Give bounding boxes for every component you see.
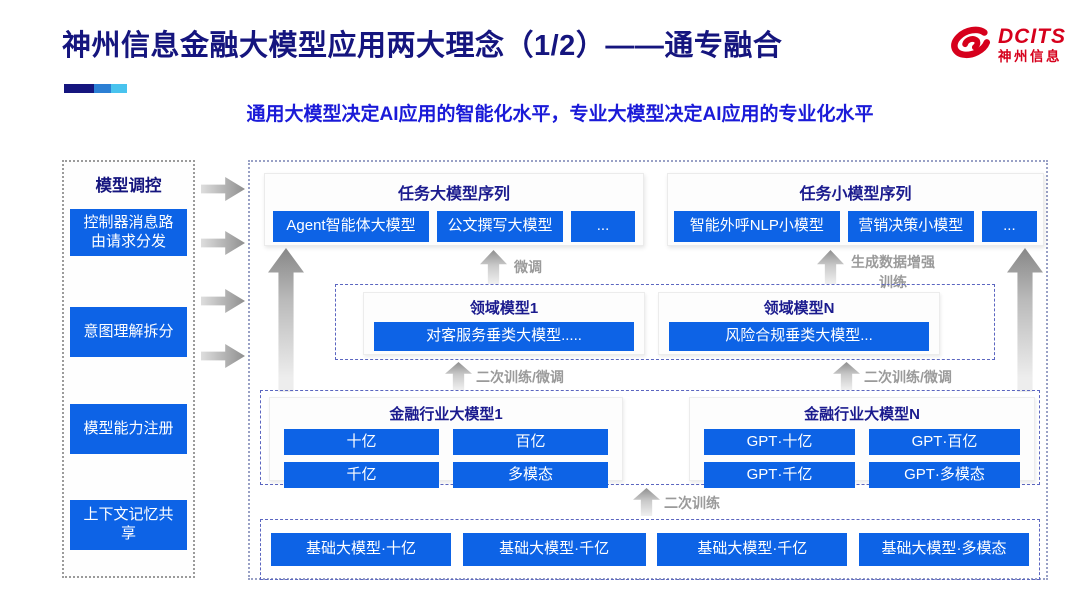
sidebar-item-context-memory: 上下文记忆共享 <box>70 500 187 550</box>
sidebar-title: 模型调控 <box>95 177 162 195</box>
task-large-model-group: 任务大模型序列 Agent智能体大模型 公文撰写大模型 ... <box>264 173 644 246</box>
task-large-model-title: 任务大模型序列 <box>397 186 510 203</box>
model-chip-base-100b: 基础大模型·千亿 <box>462 533 646 566</box>
model-chip-base-1b: 基础大模型·十亿 <box>271 533 451 566</box>
accent-bar <box>64 84 127 93</box>
up-arrow-icon <box>480 250 507 284</box>
sidebar-item-capability-registry: 模型能力注册 <box>70 404 187 454</box>
sidebar-item-intent-split: 意图理解拆分 <box>70 307 187 357</box>
sidebar-item-controller-routing: 控制器消息路由请求分发 <box>70 209 187 256</box>
gen-data-train-label: 生成数据增强训练 <box>851 254 935 290</box>
logo-cn-name: 神州信息 <box>998 49 1062 65</box>
right-arrow-icon <box>201 289 245 313</box>
model-chip-gpt-10b: GPT·百亿 <box>869 429 1020 455</box>
model-chip-gpt-1b: GPT·十亿 <box>704 429 855 455</box>
model-chip-gpt-100b: GPT·千亿 <box>704 462 855 488</box>
model-chip-outbound-nlp: 智能外呼NLP小模型 <box>674 211 840 242</box>
domain-model-n-box: 领域模型N 风险合规垂类大模型... <box>658 292 940 355</box>
up-arrow-icon <box>268 248 304 392</box>
model-chip-ellipsis: ... <box>571 211 635 242</box>
model-architecture-diagram: 任务大模型序列 Agent智能体大模型 公文撰写大模型 ... 任务小模型序列 … <box>248 160 1048 580</box>
retrain-finetune-label-right: 二次训练/微调 <box>864 369 952 385</box>
model-chip-base-100b-2: 基础大模型·千亿 <box>657 533 848 566</box>
model-chip-ellipsis: ... <box>981 211 1037 242</box>
task-small-model-group: 任务小模型序列 智能外呼NLP小模型 营销决策小模型 ... <box>667 173 1044 246</box>
domain-model-1-box: 领域模型1 对客服务垂类大模型..... <box>363 292 645 355</box>
page-title: 神州信息金融大模型应用两大理念（1/2）——通专融合 <box>62 30 783 62</box>
retrain-finetune-label-left: 二次训练/微调 <box>476 369 564 385</box>
model-chip-marketing-decision: 营销决策小模型 <box>847 211 974 242</box>
retrain-label: 二次训练 <box>664 495 720 511</box>
industry-model-1-title: 金融行业大模型1 <box>389 406 503 423</box>
model-chip-risk-compliance: 风险合规垂类大模型... <box>669 322 929 351</box>
logo-wordmark: DCITS <box>998 25 1066 48</box>
industry-model-layer: 金融行业大模型1 十亿 百亿 千亿 多模态 金融行业大模型N GPT·十亿 GP… <box>260 390 1040 488</box>
industry-model-n-box: 金融行业大模型N GPT·十亿 GPT·百亿 GPT·千亿 GPT·多模态 <box>689 397 1035 488</box>
dcits-swirl-icon <box>947 20 993 71</box>
base-model-layer: 基础大模型·十亿 基础大模型·千亿 基础大模型·千亿 基础大模型·多模态 <box>260 519 1040 580</box>
right-arrow-icon <box>201 344 245 368</box>
model-chip-multimodal: 多模态 <box>453 462 608 488</box>
industry-model-n-title: 金融行业大模型N <box>804 406 920 423</box>
model-chip-document-writing: 公文撰写大模型 <box>437 211 563 242</box>
accent-segment-blue <box>94 84 111 93</box>
model-chip-base-multimodal: 基础大模型·多模态 <box>858 533 1029 566</box>
right-arrow-icon <box>201 177 245 201</box>
up-arrow-icon <box>633 488 660 516</box>
model-chip-agent: Agent智能体大模型 <box>273 211 429 242</box>
model-chip-1b: 十亿 <box>284 429 439 455</box>
model-chip-customer-service: 对客服务垂类大模型..... <box>374 322 634 351</box>
right-arrow-icon <box>201 231 245 255</box>
up-arrow-icon <box>817 250 844 284</box>
domain-model-1-title: 领域模型1 <box>469 300 539 317</box>
task-small-model-title: 任务小模型序列 <box>799 186 912 203</box>
model-chip-100b: 千亿 <box>284 462 439 488</box>
domain-model-n-title: 领域模型N <box>763 300 835 317</box>
model-chip-10b: 百亿 <box>453 429 608 455</box>
accent-segment-cyan <box>111 84 127 93</box>
slide-subtitle: 通用大模型决定AI应用的智能化水平，专业大模型决定AI应用的专业化水平 <box>246 104 874 125</box>
accent-segment-navy <box>64 84 94 93</box>
up-arrow-icon <box>833 362 860 390</box>
dcits-logo: DCITS 神州信息 <box>947 20 1066 71</box>
domain-model-layer: 领域模型1 对客服务垂类大模型..... 领域模型N 风险合规垂类大模型... <box>335 284 995 360</box>
industry-model-1-box: 金融行业大模型1 十亿 百亿 千亿 多模态 <box>269 397 623 488</box>
model-chip-gpt-multimodal: GPT·多模态 <box>869 462 1020 488</box>
finetune-label: 微调 <box>514 259 542 275</box>
sidebar-model-control: 模型调控 控制器消息路由请求分发 意图理解拆分 模型能力注册 上下文记忆共享 <box>62 160 195 578</box>
up-arrow-icon <box>1007 248 1043 392</box>
up-arrow-icon <box>445 362 472 390</box>
